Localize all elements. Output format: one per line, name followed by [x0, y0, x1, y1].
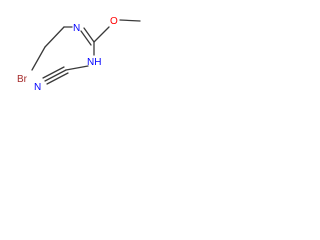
atom-labels: Br N O NH N	[17, 16, 118, 93]
atom-o: O	[110, 16, 118, 27]
bond-ch2-ch2	[44, 26, 65, 48]
bond-group	[31, 19, 141, 85]
molecule-structure: Br N O NH N	[17, 16, 141, 93]
bond-c-o	[93, 26, 110, 43]
atom-n-nitrile: N	[34, 82, 41, 93]
bond-o-ch3	[119, 19, 141, 22]
atom-n-imine: N	[73, 23, 80, 34]
bond-c-n-triple-b	[42, 66, 65, 79]
bond-nh-c	[65, 65, 89, 71]
bond-br-ch2	[31, 46, 46, 71]
atom-br: Br	[17, 74, 28, 85]
bond-c-n-triple-c	[46, 72, 69, 85]
bond-n-c-double-a	[83, 27, 95, 43]
structure-canvas: Br N O NH N	[0, 0, 163, 104]
bond-c-n-triple-a	[44, 69, 67, 82]
bond-n-c-double-b	[80, 30, 92, 46]
atom-nh: NH	[87, 57, 101, 68]
